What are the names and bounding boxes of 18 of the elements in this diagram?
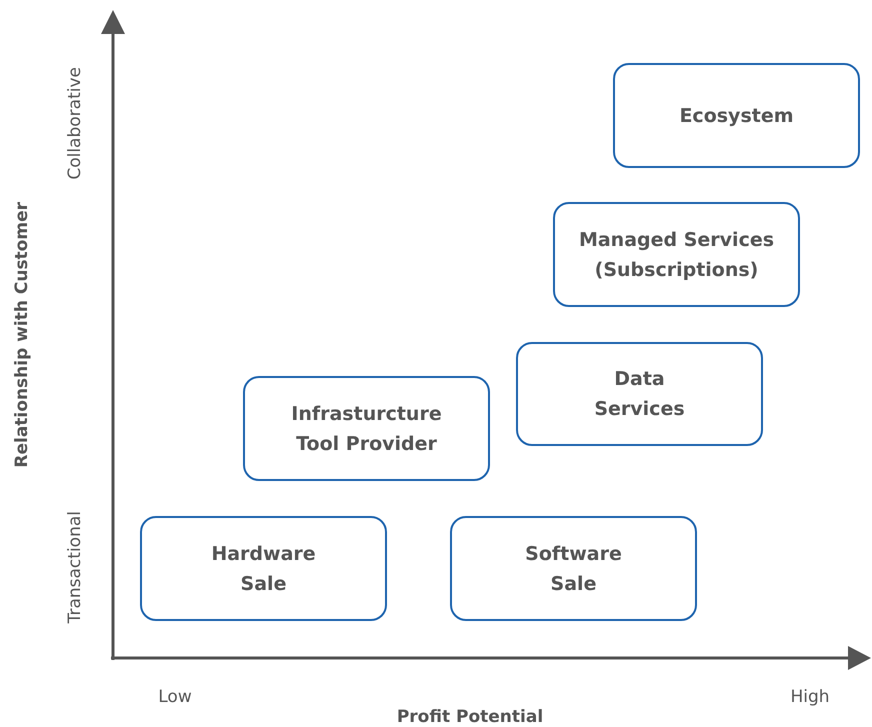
category-box [243, 376, 490, 481]
category-box [613, 63, 860, 168]
box-label: Ecosystem [679, 104, 794, 128]
axis-tick-label: High [790, 687, 830, 707]
axis-tick-label: Collaborative [65, 66, 85, 180]
category-box [553, 202, 800, 307]
box-label: Software Sale [524, 542, 623, 596]
axis-tick-label: Low [158, 687, 192, 707]
category-box [140, 516, 387, 621]
box-label: Infrasturcture Tool Provider [290, 402, 443, 456]
category-box [516, 342, 763, 446]
axis-title: Profit Potential [396, 707, 544, 727]
box-label: Data Services [593, 367, 686, 422]
axis-title: Relationship with Customer [12, 202, 32, 468]
axis-tick-label: Transactional [65, 510, 85, 624]
box-label: Hardware Sale [210, 542, 317, 596]
category-box [450, 516, 697, 621]
box-label: Managed Services (Subscriptions) [578, 228, 776, 282]
